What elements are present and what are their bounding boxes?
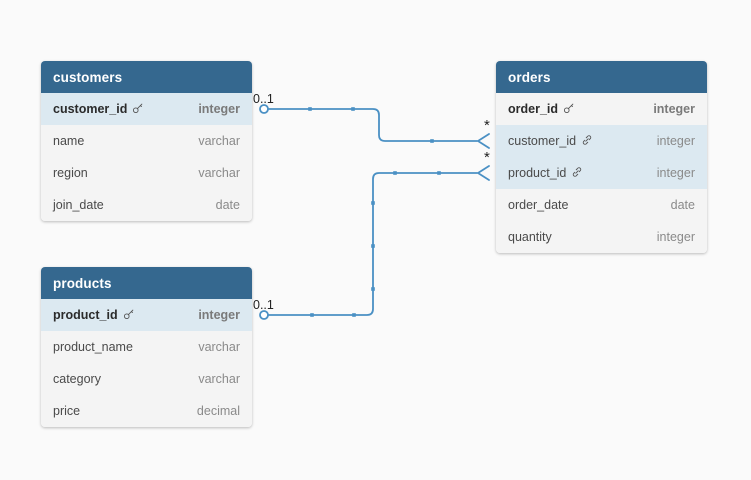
attribute-name: region: [53, 166, 88, 180]
link-icon: [581, 134, 593, 149]
attribute-name: category: [53, 372, 101, 386]
attribute-type: date: [670, 198, 695, 212]
entity-title: orders: [508, 69, 551, 85]
attribute-name: join_date: [53, 198, 104, 212]
attribute-name-wrap: customer_id: [53, 102, 144, 117]
key-icon: [563, 102, 575, 117]
attribute-name: customer_id: [53, 102, 128, 116]
cardinality-label-orders-product-target: *: [484, 149, 490, 166]
cardinality-label-orders-customer-target: *: [484, 117, 490, 134]
relationship-customers-orders[interactable]: [259, 104, 490, 149]
attribute-type: integer: [656, 134, 695, 148]
cardinality-label-customers-source: 0..1: [253, 92, 274, 106]
attribute-row-quantity[interactable]: quantity integer: [496, 221, 707, 253]
attribute-name-wrap: quantity: [508, 230, 552, 244]
attribute-name-wrap: category: [53, 372, 101, 386]
attribute-type: integer: [198, 308, 240, 322]
attribute-name-wrap: product_id: [508, 166, 583, 181]
attribute-name-wrap: product_id: [53, 308, 135, 323]
attribute-type: varchar: [198, 134, 240, 148]
attribute-row-product-name[interactable]: product_name varchar: [41, 331, 252, 363]
attribute-row-region[interactable]: region varchar: [41, 157, 252, 189]
attribute-name: quantity: [508, 230, 552, 244]
attribute-name: customer_id: [508, 134, 577, 148]
attribute-name-wrap: price: [53, 404, 80, 418]
entity-products[interactable]: products product_id integer product_name…: [41, 267, 252, 427]
attribute-name: product_id: [53, 308, 118, 322]
attribute-type: integer: [656, 166, 695, 180]
attribute-name-wrap: region: [53, 166, 88, 180]
attribute-type: varchar: [198, 166, 240, 180]
attribute-name-wrap: join_date: [53, 198, 104, 212]
link-icon: [571, 166, 583, 181]
attribute-name-wrap: name: [53, 134, 84, 148]
attribute-row-price[interactable]: price decimal: [41, 395, 252, 427]
attribute-name: name: [53, 134, 85, 148]
attribute-name-wrap: order_id: [508, 102, 575, 117]
attribute-row-category[interactable]: category varchar: [41, 363, 252, 395]
attribute-row-order-id[interactable]: order_id integer: [496, 93, 707, 125]
cardinality-label-products-source: 0..1: [253, 298, 274, 312]
attribute-type: varchar: [198, 340, 240, 354]
key-icon: [132, 102, 144, 117]
edge-target-arrowhead: [477, 133, 490, 149]
entity-title: products: [53, 275, 112, 291]
key-icon: [123, 308, 135, 323]
entity-header-products: products: [41, 267, 252, 299]
attribute-type: varchar: [198, 372, 240, 386]
attribute-type: date: [215, 198, 240, 212]
attribute-name: price: [53, 404, 81, 418]
entity-header-customers: customers: [41, 61, 252, 93]
attribute-name-wrap: product_name: [53, 340, 133, 354]
attribute-name: product_id: [508, 166, 567, 180]
entity-header-orders: orders: [496, 61, 707, 93]
attribute-row-order-date[interactable]: order_date date: [496, 189, 707, 221]
attribute-name-wrap: customer_id: [508, 134, 593, 149]
attribute-type: integer: [656, 230, 695, 244]
attribute-row-product-id-fk[interactable]: product_id integer: [496, 157, 707, 189]
edge-target-arrowhead: [477, 165, 490, 181]
attribute-name: order_date: [508, 198, 569, 212]
entity-orders[interactable]: orders order_id integer customer_id: [496, 61, 707, 253]
relationship-products-orders[interactable]: [259, 165, 490, 320]
attribute-type: integer: [653, 102, 695, 116]
attribute-name: order_id: [508, 102, 559, 116]
attribute-row-name[interactable]: name varchar: [41, 125, 252, 157]
attribute-name: product_name: [53, 340, 133, 354]
attribute-row-product-id[interactable]: product_id integer: [41, 299, 252, 331]
edge-source-endpoint: [259, 310, 269, 320]
attribute-type: decimal: [196, 404, 240, 418]
entity-title: customers: [53, 69, 123, 85]
attribute-row-customer-id[interactable]: customer_id integer: [41, 93, 252, 125]
attribute-row-customer-id-fk[interactable]: customer_id integer: [496, 125, 707, 157]
edge-source-endpoint: [259, 104, 269, 114]
attribute-name-wrap: order_date: [508, 198, 568, 212]
attribute-row-join-date[interactable]: join_date date: [41, 189, 252, 221]
entity-customers[interactable]: customers customer_id integer name varch…: [41, 61, 252, 221]
attribute-type: integer: [198, 102, 240, 116]
